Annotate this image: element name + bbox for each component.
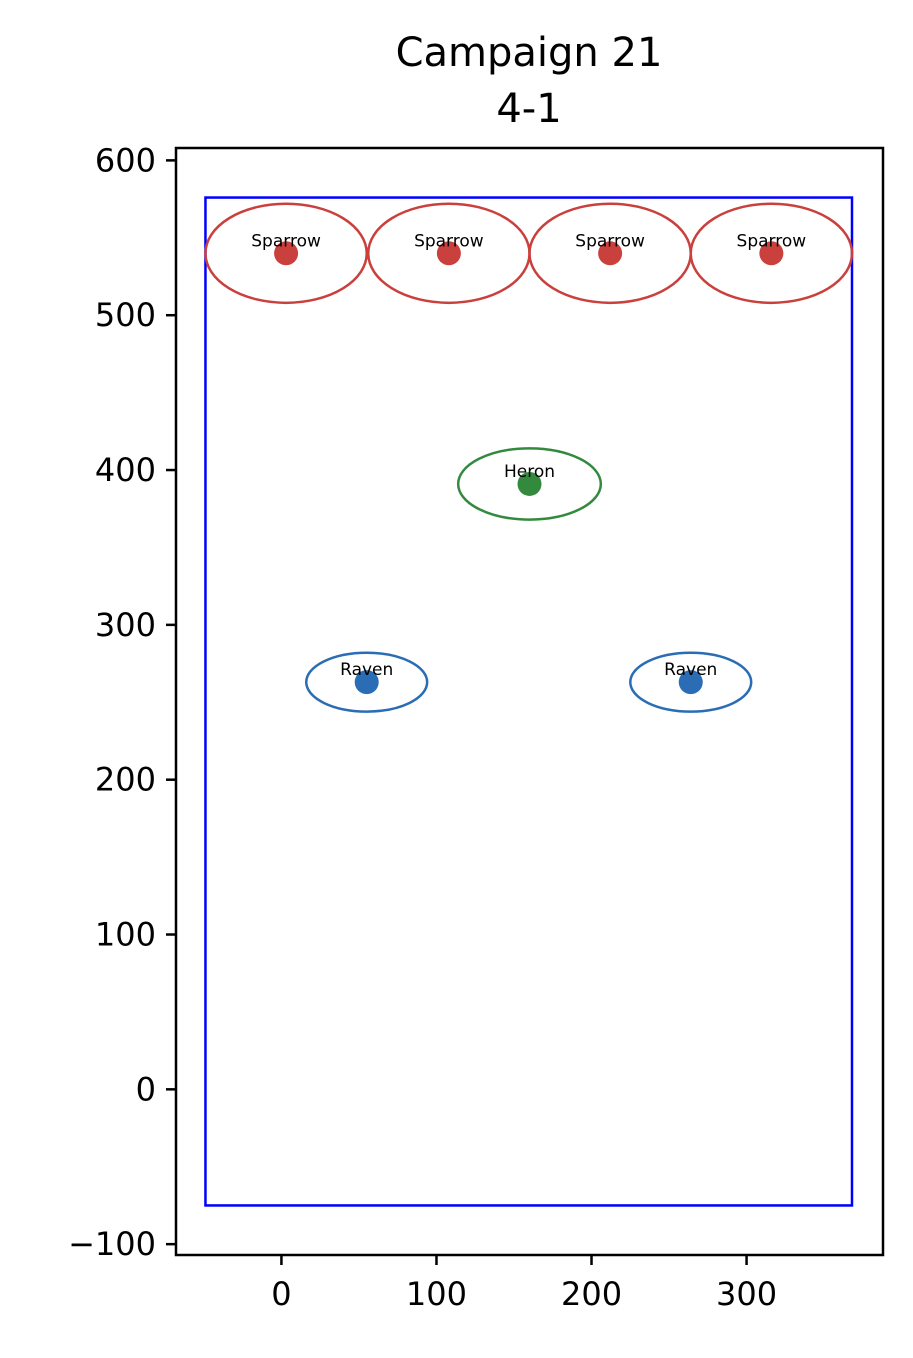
ellipse-layer	[204, 202, 854, 713]
point-label-heron-4: Heron	[504, 462, 555, 482]
y-tick-label: 600	[95, 141, 156, 179]
range-ellipse-heron-4	[456, 447, 603, 521]
point-sparrow-3	[759, 241, 784, 266]
chart-title: Campaign 21	[396, 30, 663, 76]
x-tick-label: 200	[561, 1275, 622, 1313]
point-label-raven-6: Raven	[664, 660, 717, 680]
range-ellipse-raven-6	[629, 651, 753, 713]
point-raven-6	[678, 670, 703, 695]
range-ellipse-raven-5	[304, 651, 429, 713]
y-tick-label: 0	[136, 1070, 156, 1108]
plot-area-frame	[174, 146, 885, 1257]
point-sparrow-2	[598, 241, 623, 266]
y-tick-label: 300	[95, 606, 156, 644]
point-sparrow-1	[436, 241, 461, 266]
x-axis: 0 100 200 300	[271, 1255, 777, 1313]
point-heron-4	[517, 471, 542, 496]
point-sparrow-0	[274, 241, 299, 266]
point-label-sparrow-1: Sparrow	[414, 231, 484, 251]
y-tick-label: 500	[95, 296, 156, 334]
y-tick-label: 400	[95, 451, 156, 489]
y-tick-label: −100	[68, 1225, 156, 1263]
point-layer	[274, 241, 784, 695]
x-tick-label: 0	[271, 1275, 291, 1313]
y-tick-label: 200	[95, 761, 156, 799]
x-tick-label: 300	[716, 1275, 777, 1313]
point-label-sparrow-2: Sparrow	[575, 231, 645, 251]
boundary-layer	[204, 196, 854, 1207]
chart-subtitle: 4-1	[496, 86, 561, 132]
point-label-sparrow-0: Sparrow	[251, 231, 321, 251]
y-axis: −100 0 100 200 300 400 500 600	[68, 141, 176, 1263]
range-ellipse-sparrow-0	[204, 202, 368, 305]
point-label-raven-5: Raven	[340, 660, 393, 680]
boundary-rectangle	[204, 196, 854, 1207]
point-raven-5	[354, 670, 379, 695]
x-tick-label: 100	[406, 1275, 467, 1313]
y-tick-label: 100	[95, 916, 156, 954]
point-label-sparrow-3: Sparrow	[737, 231, 807, 251]
range-ellipse-sparrow-3	[689, 202, 854, 305]
